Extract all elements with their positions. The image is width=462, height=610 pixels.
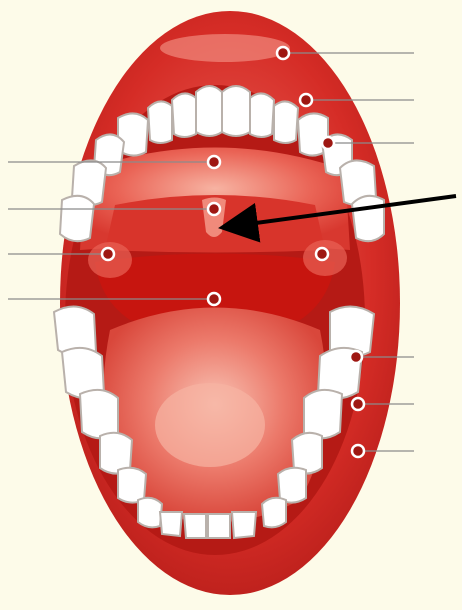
lower-incisor-3	[208, 514, 230, 538]
upper-canine-left	[148, 101, 172, 143]
marker-upper-lip[interactable]	[277, 47, 289, 59]
lower-canine-right	[262, 498, 286, 528]
upper-canine-right	[274, 101, 298, 143]
upper-molar-left-2	[60, 196, 94, 241]
lower-premolar-right-2	[278, 468, 306, 503]
lip-highlight	[160, 34, 290, 62]
upper-molar-right-2	[352, 196, 384, 241]
marker-throat[interactable]	[208, 293, 220, 305]
lower-molar-left-3	[80, 390, 118, 439]
lower-premolar-left-2	[118, 468, 146, 503]
lower-incisor-2	[184, 514, 206, 538]
lower-incisor-1	[160, 512, 182, 536]
marker-tonsil-right[interactable]	[316, 248, 328, 260]
marker-tonsil-left[interactable]	[102, 248, 114, 260]
marker-upper-teeth[interactable]	[322, 137, 334, 149]
lower-canine-left	[138, 498, 162, 528]
lower-incisor-4	[232, 512, 256, 538]
marker-lower-gum[interactable]	[352, 398, 364, 410]
lower-molar-right-3	[304, 390, 342, 439]
upper-lateral-left	[172, 93, 196, 137]
upper-incisor-left	[196, 86, 222, 136]
marker-hard-palate[interactable]	[208, 156, 220, 168]
marker-uvula[interactable]	[208, 203, 220, 215]
marker-lower-lip[interactable]	[352, 445, 364, 457]
upper-lateral-right	[250, 93, 274, 137]
marker-gum[interactable]	[300, 94, 312, 106]
upper-incisor-right	[222, 86, 250, 136]
tongue-center	[155, 383, 265, 467]
marker-lower-teeth[interactable]	[350, 351, 362, 363]
